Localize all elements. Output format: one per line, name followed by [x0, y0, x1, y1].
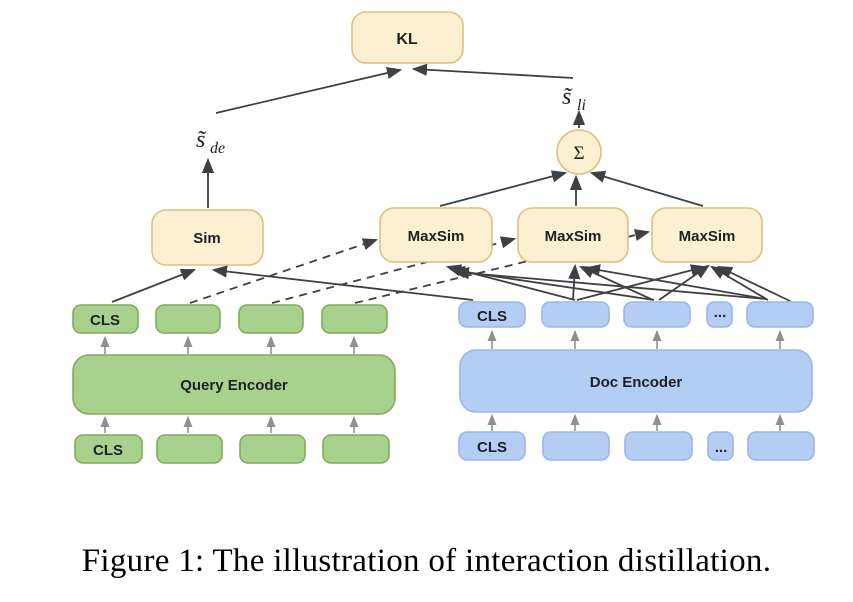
doc-cls-output-box — [458, 301, 526, 328]
doc-cls-input-box — [458, 431, 526, 461]
maxsim-node-2 — [517, 207, 629, 263]
doc-ellipsis-output-box — [706, 301, 733, 328]
edge-doc-token3-to-maxsim1 — [453, 267, 767, 300]
query-token-output-2 — [238, 304, 304, 334]
query-token-input-2 — [239, 434, 306, 464]
score-de-sub: de — [210, 140, 225, 157]
kl-node — [351, 11, 464, 64]
maxsim-node-1 — [379, 207, 493, 263]
maxsim-node-3 — [651, 207, 763, 263]
score-li-base: s̃ — [562, 84, 573, 110]
doc-ellipsis-input-box — [707, 431, 734, 461]
doc-cls-output-label: CLS — [477, 308, 507, 325]
query-cls-input-box — [74, 434, 143, 464]
sum-node — [556, 129, 602, 175]
dashed-edges — [189, 229, 651, 304]
score-de-base: s̃ — [196, 127, 207, 153]
maxsim-label-2: MaxSim — [545, 228, 602, 245]
query-token-output-1 — [155, 304, 221, 334]
interaction-distillation-diagram: KL Sim MaxSim MaxSim MaxSim Σ s̃ de s̃ l… — [72, 11, 815, 464]
edge-doc-token3-to-maxsim2 — [584, 264, 767, 300]
doc-token-output-3 — [746, 301, 814, 328]
edge-score-li-to-kl — [411, 63, 574, 79]
query-cls-input-label: CLS — [93, 442, 123, 459]
doc-ellipsis-output-label: ... — [714, 304, 727, 321]
edge-query-cls-to-sim — [111, 269, 197, 303]
doc-token-input-1 — [542, 431, 610, 461]
sim-node — [151, 209, 264, 266]
figure-caption: Figure 1: The illustration of interactio… — [81, 543, 772, 579]
doc-encoder — [459, 349, 813, 413]
edge-doc-token3b-to-maxsim3 — [716, 266, 791, 302]
doc-encoder-output-arrows — [487, 329, 785, 349]
edge-score-de-to-kl — [215, 67, 403, 114]
doc-ellipsis-input-label: ... — [715, 439, 728, 456]
edge-query-token1-to-maxsim1 — [189, 238, 379, 304]
query-cls-output-box — [72, 304, 139, 334]
score-li-sub: li — [577, 97, 586, 114]
query-encoder-output-arrows — [100, 335, 359, 354]
doc-encoder-input-arrows — [487, 413, 785, 431]
doc-encoder-label: Doc Encoder — [590, 374, 683, 391]
edge-doc-token2-to-maxsim3 — [658, 264, 710, 301]
maxsim-label-1: MaxSim — [408, 228, 465, 245]
query-token-input-1 — [156, 434, 223, 464]
doc-token-output-2 — [623, 301, 691, 328]
doc-token-input-2 — [624, 431, 693, 461]
sum-label: Σ — [573, 143, 584, 164]
query-cls-output-label: CLS — [90, 312, 120, 329]
doc-cls-input-label: CLS — [477, 439, 507, 456]
query-token-input-3 — [322, 434, 390, 464]
kl-label: KL — [396, 31, 418, 48]
query-encoder-input-arrows — [100, 415, 359, 433]
solid-edges — [111, 63, 791, 303]
maxsim-label-3: MaxSim — [679, 228, 736, 245]
doc-token-input-3 — [747, 431, 815, 461]
query-encoder-label: Query Encoder — [180, 377, 288, 394]
edge-doc-token1-to-maxsim3 — [576, 264, 707, 301]
edge-maxsim1-to-sum — [439, 170, 568, 207]
edge-maxsim3-to-sum — [589, 170, 704, 207]
doc-token-output-1 — [541, 301, 610, 328]
sim-label: Sim — [193, 230, 221, 247]
query-encoder — [72, 354, 396, 415]
query-token-output-3 — [321, 304, 388, 334]
